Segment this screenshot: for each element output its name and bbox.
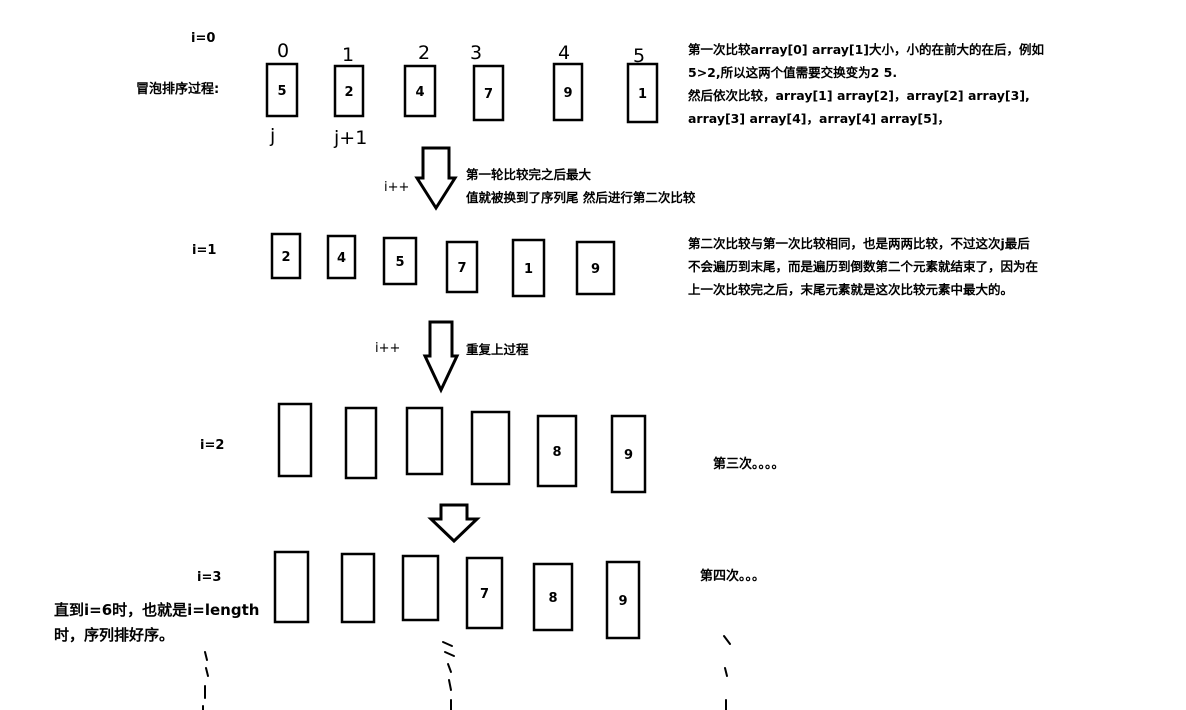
continuation-dashes — [202, 635, 731, 710]
dash-mark-4 — [442, 641, 453, 647]
array-value-r0-c1: 2 — [344, 85, 353, 100]
array-value-r3-c3: 7 — [480, 587, 489, 602]
array-box-r0-c0 — [265, 62, 299, 118]
array-value-r0-c5: 1 — [638, 87, 647, 102]
array-value-r2-c5: 9 — [624, 448, 633, 463]
array-box-r1-c5 — [575, 240, 616, 296]
array-box-r1-c1 — [326, 234, 357, 280]
row-label-i0: i=0 — [191, 31, 216, 46]
dash-mark-10 — [724, 667, 728, 677]
down-arrow-1 — [422, 320, 460, 394]
array-value-r1-c3: 7 — [457, 261, 466, 276]
array-value-r1-c0: 2 — [281, 250, 290, 265]
array-box-r2-c4 — [536, 414, 578, 488]
down-arrow-0 — [414, 146, 458, 211]
array-box-r3-c2 — [401, 554, 440, 622]
dash-mark-5 — [444, 651, 455, 657]
array-value-r1-c1: 4 — [337, 251, 346, 266]
index-mark-1: 1 — [342, 44, 355, 66]
array-box-r0-c2 — [403, 64, 437, 118]
note-row-3: 第四次。。。 — [700, 569, 766, 584]
array-value-r0-c3: 7 — [484, 87, 493, 102]
dash-mark-6 — [447, 663, 452, 673]
array-box-r1-c4 — [511, 238, 546, 298]
array-box-r2-c1 — [344, 406, 378, 480]
pointer-j-plus-1: j+1 — [334, 127, 368, 149]
arrow-caption-1: 重复上过程 — [466, 342, 529, 357]
down-arrow-2 — [427, 503, 481, 544]
index-mark-5: 5 — [633, 45, 646, 67]
array-value-r1-c5: 9 — [591, 262, 600, 277]
array-value-r1-c2: 5 — [395, 255, 404, 270]
array-value-r3-c5: 9 — [618, 594, 627, 609]
flow-arrows — [414, 146, 481, 544]
array-value-r0-c4: 9 — [563, 86, 572, 101]
array-box-r3-c0 — [273, 550, 310, 624]
array-box-r1-c0 — [270, 232, 302, 280]
dash-mark-7 — [448, 679, 452, 691]
row-label-i2: i=2 — [200, 438, 225, 453]
array-box-r2-c3 — [470, 410, 511, 486]
index-mark-2: 2 — [418, 42, 431, 64]
diagram-title: 冒泡排序过程: — [136, 82, 220, 97]
dash-mark-1 — [205, 667, 209, 677]
array-box-r0-c5 — [626, 62, 659, 124]
arrow-label-1: i++ — [375, 341, 401, 356]
array-box-r3-c3 — [465, 556, 504, 630]
arrow-label-0: i++ — [384, 180, 410, 195]
array-box-r1-c3 — [445, 240, 479, 294]
array-box-r2-c0 — [277, 402, 313, 478]
array-box-r3-c1 — [340, 552, 376, 624]
pointer-j: j — [270, 125, 276, 147]
array-value-r0-c2: 4 — [415, 85, 424, 100]
array-box-r0-c4 — [552, 62, 584, 122]
array-value-r0-c0: 5 — [277, 84, 286, 99]
arrow-caption-0: 第一轮比较完之后最大 值就被换到了序列尾 然后进行第二次比较 — [466, 167, 696, 205]
row-label-i1: i=1 — [192, 243, 217, 258]
array-box-r0-c1 — [333, 64, 365, 118]
note-row-1: 第二次比较与第一次比较相同，也是两两比较，不过这次j最后 不会遍历到末尾，而是遍… — [688, 236, 1039, 297]
note-row-0: 第一次比较array[0] array[1]大小，小的在前大的在后，例如 5>2… — [688, 42, 1045, 126]
array-boxes: 5 2 4 7 9 1 2 4 5 7 1 9 8 9 7 8 9 — [265, 62, 659, 640]
row-label-i3: i=3 — [197, 570, 222, 585]
array-box-r1-c2 — [382, 236, 418, 286]
array-value-r2-c4: 8 — [552, 445, 561, 460]
array-value-r3-c4: 8 — [548, 591, 557, 606]
array-value-r1-c4: 1 — [524, 262, 533, 277]
array-box-r2-c5 — [610, 414, 647, 494]
dash-mark-0 — [204, 651, 208, 661]
index-mark-3: 3 — [470, 42, 483, 64]
dash-mark-9 — [723, 635, 731, 645]
conclusion-text: 直到i=6时，也就是i=length 时，序列排好序。 — [54, 601, 260, 644]
note-row-2: 第三次。。。。 — [713, 457, 785, 472]
index-mark-0: 0 — [277, 40, 290, 62]
array-box-r3-c4 — [532, 562, 574, 632]
array-box-r0-c3 — [472, 64, 505, 122]
array-box-r3-c5 — [605, 560, 641, 640]
array-box-r2-c2 — [405, 406, 444, 476]
index-mark-4: 4 — [558, 42, 571, 64]
